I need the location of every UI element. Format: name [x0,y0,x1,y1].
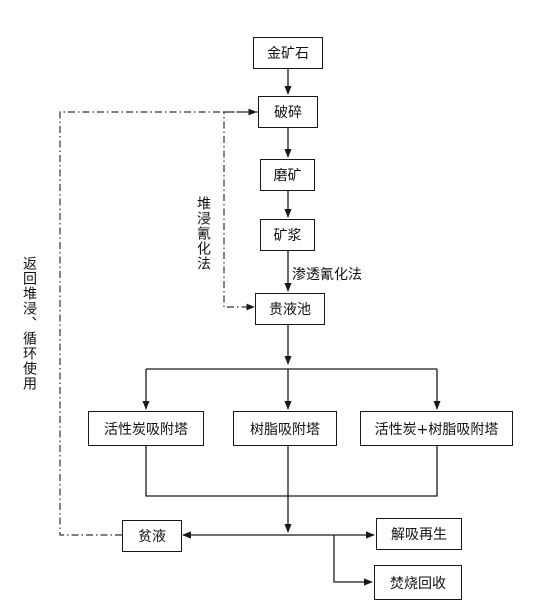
percolation-label: 渗透氰化法 [292,267,362,283]
node-ore: 金矿石 [253,37,323,69]
node-crush: 破碎 [258,96,318,128]
heap-leach-loop [223,111,258,311]
node-barren: 贫液 [122,520,182,552]
node-pregnant-pool: 贵液池 [255,293,325,325]
heap-leach-label: 堆浸氰化法 [195,196,211,271]
node-incinerate: 焚烧回收 [374,565,462,600]
node-desorb: 解吸再生 [376,518,462,550]
node-slurry: 矿浆 [260,219,315,251]
node-resin-tower: 树脂吸附塔 [233,411,337,446]
return-loop [59,108,257,536]
node-carbon-resin-tower: 活性炭+树脂吸附塔 [360,411,513,446]
node-grind: 磨矿 [260,159,315,191]
return-loop-label: 返回堆浸、循环使用 [21,256,37,391]
node-carbon-tower: 活性炭吸附塔 [88,411,204,446]
arrow-to-incinerate [333,535,373,586]
